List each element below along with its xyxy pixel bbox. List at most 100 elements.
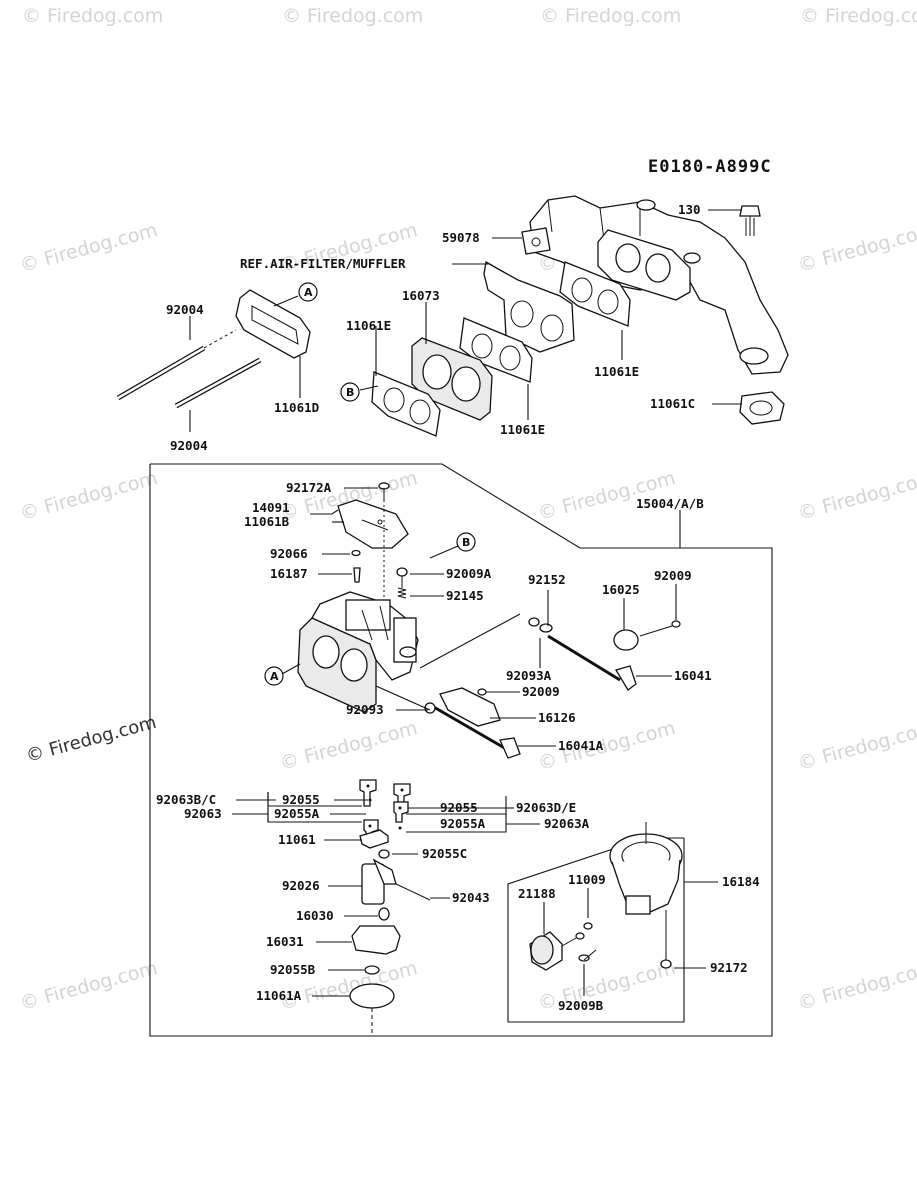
jet-group-92063A — [393, 801, 540, 833]
label-ref-air-filter: REF.AIR-FILTER/MUFFLER — [240, 256, 406, 271]
ring-92066-drawing — [351, 549, 361, 557]
label-92063A: 92063A — [544, 816, 590, 831]
label-92063: 92063 — [184, 806, 222, 821]
label-92093A: 92093A — [506, 668, 552, 683]
jet-16187-drawing — [353, 567, 361, 583]
label-92172: 92172 — [710, 960, 748, 975]
label-92004-top: 92004 — [166, 302, 204, 317]
label-92055-right: 92055 — [440, 800, 478, 815]
diagram-code: E0180-A899C — [648, 157, 772, 177]
watermark: © Firedog.com — [796, 957, 917, 1015]
label-11061: 11061 — [278, 832, 316, 847]
label-16030: 16030 — [296, 908, 334, 923]
label-92055A-left: 92055A — [274, 806, 320, 821]
label-92172A: 92172A — [286, 480, 332, 495]
gasket-11061E-left-drawing — [371, 371, 441, 437]
label-15004: 15004/A/B — [636, 496, 704, 511]
watermark: © Firedog.com — [536, 957, 678, 1015]
gasket-11061D-drawing — [235, 289, 311, 359]
throttle-shaft-16041A-drawing — [424, 687, 521, 759]
label-16031: 16031 — [266, 934, 304, 949]
solenoid-housing-drawing — [609, 822, 683, 969]
leader-line — [375, 685, 431, 711]
label-92066: 92066 — [270, 546, 308, 561]
label-92009A: 92009A — [446, 566, 492, 581]
top-leaders — [189, 209, 742, 432]
label-11061C: 11061C — [650, 396, 695, 411]
watermark: © Firedog.com — [800, 5, 917, 27]
label-16187: 16187 — [270, 566, 308, 581]
label-16073: 16073 — [402, 288, 440, 303]
watermark-group: © Firedog.com © Firedog.com © Firedog.co… — [18, 5, 917, 1015]
adapter-plate-drawing — [483, 260, 575, 353]
watermark-dark: © Firedog.com — [24, 712, 159, 767]
label-11061B: 11061B — [244, 514, 290, 529]
gasket-11061C-drawing — [739, 391, 785, 425]
watermark: © Firedog.com — [282, 5, 423, 27]
label-11009: 11009 — [568, 872, 606, 887]
gasket-11061E-right-drawing — [559, 261, 631, 327]
throttle-shaft-16041-drawing — [528, 617, 681, 691]
label-16126: 16126 — [538, 710, 576, 725]
callout-b-carb: B — [429, 532, 476, 559]
label-92043: 92043 — [452, 890, 490, 905]
label-92055C: 92055C — [422, 846, 467, 861]
label-11061E-bottom: 11061E — [500, 422, 545, 437]
cover-14091-drawing — [337, 499, 409, 549]
washer-11009-drawing — [583, 922, 593, 930]
label-16025: 16025 — [602, 582, 640, 597]
gasket-11061E-mid-drawing — [459, 317, 533, 383]
carb-leaders — [310, 487, 677, 747]
studs-92004-drawing — [116, 329, 262, 409]
label-92009-mid: 92009 — [522, 684, 560, 699]
label-92026: 92026 — [282, 878, 320, 893]
label-92004-bottom: 92004 — [170, 438, 208, 453]
label-92063BC: 92063B/C — [156, 792, 216, 807]
label-92063DE: 92063D/E — [516, 800, 576, 815]
float-bowl-drawing — [349, 829, 431, 1036]
label-11061E-right: 11061E — [594, 364, 639, 379]
callout-a-top: A — [298, 282, 318, 302]
label-92152: 92152 — [528, 572, 566, 587]
callout-b-top: B — [340, 382, 360, 402]
label-130: 130 — [678, 202, 701, 217]
label-92145: 92145 — [446, 588, 484, 603]
label-11061A: 11061A — [256, 988, 302, 1003]
label-92009B: 92009B — [558, 998, 604, 1013]
carburetor-frame — [149, 463, 773, 1037]
bolt-130-drawing — [739, 205, 761, 236]
callout-a-carb: A — [264, 663, 301, 686]
label-92009-top: 92009 — [654, 568, 692, 583]
watermark: © Firedog.com — [796, 219, 917, 277]
watermark: © Firedog.com — [278, 717, 420, 775]
svg-text:B: B — [462, 536, 470, 549]
label-59078: 59078 — [442, 230, 480, 245]
label-16184: 16184 — [722, 874, 760, 889]
watermark: © Firedog.com — [18, 957, 160, 1015]
sub-leaders — [543, 881, 718, 996]
watermark: © Firedog.com — [796, 717, 917, 775]
label-92055B: 92055B — [270, 962, 316, 977]
label-16041A: 16041A — [558, 738, 604, 753]
svg-text:A: A — [270, 670, 279, 683]
label-11061D: 11061D — [274, 400, 319, 415]
watermark: © Firedog.com — [540, 5, 681, 27]
label-11061E-left: 11061E — [346, 318, 391, 333]
label-92055-left: 92055 — [282, 792, 320, 807]
svg-text:B: B — [346, 386, 354, 399]
watermark: © Firedog.com — [18, 467, 160, 525]
label-16041: 16041 — [674, 668, 712, 683]
label-92055A-right: 92055A — [440, 816, 486, 831]
solenoid-21188-drawing — [529, 931, 585, 971]
watermark: © Firedog.com — [22, 5, 163, 27]
watermark: © Firedog.com — [796, 467, 917, 525]
watermark: © Firedog.com — [536, 717, 678, 775]
bowl-leaders — [312, 839, 450, 997]
svg-text:A: A — [304, 286, 313, 299]
intake-manifold-drawing — [521, 195, 789, 375]
screw-92009B-drawing — [578, 949, 597, 962]
carburetor-body-drawing — [297, 591, 419, 713]
label-21188: 21188 — [518, 886, 556, 901]
label-14091: 14091 — [252, 500, 290, 515]
